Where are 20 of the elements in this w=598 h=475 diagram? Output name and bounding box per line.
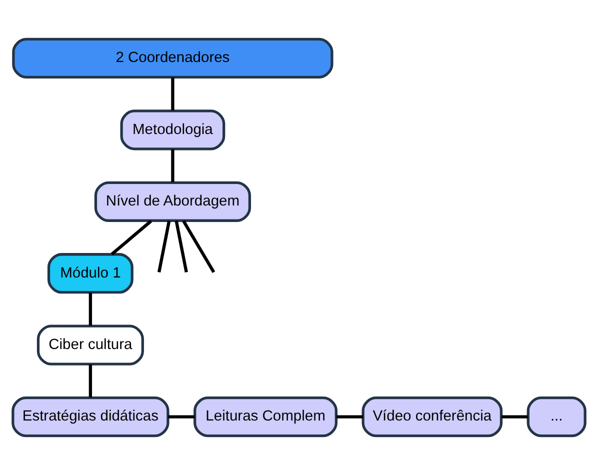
connector bbox=[182, 220, 216, 274]
connector bbox=[336, 415, 363, 418]
node-box: Estratégias didáticas bbox=[12, 396, 170, 438]
node-box: Leituras Complem bbox=[194, 396, 338, 438]
connector bbox=[88, 292, 92, 326]
connector bbox=[502, 415, 528, 418]
connector bbox=[88, 364, 92, 398]
connector bbox=[168, 415, 195, 418]
node-box: Metodologia bbox=[120, 110, 226, 150]
connector bbox=[171, 149, 174, 182]
connector bbox=[174, 220, 188, 273]
connector bbox=[110, 220, 152, 256]
connector bbox=[157, 220, 171, 273]
node-box: ... bbox=[526, 396, 586, 438]
node-box: 2 Coordenadores bbox=[12, 38, 334, 78]
node-box: Vídeo conferência bbox=[362, 396, 503, 438]
node-box: Módulo 1 bbox=[47, 253, 134, 294]
connector bbox=[171, 78, 174, 110]
node-box: Ciber cultura bbox=[36, 324, 144, 366]
node-box: Nível de Abordagem bbox=[94, 181, 252, 222]
